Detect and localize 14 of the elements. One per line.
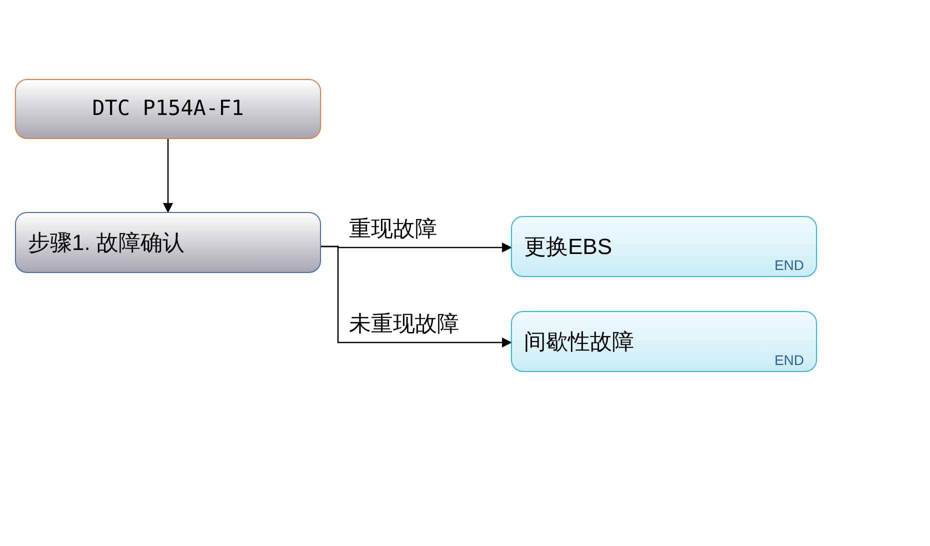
- end-tag: END: [774, 353, 804, 367]
- box-text: 间歇性故障: [524, 328, 634, 356]
- process-box: [15, 79, 321, 139]
- edge-label: 重现故障: [349, 218, 437, 240]
- process-box: [511, 216, 817, 277]
- process-box: [511, 311, 817, 372]
- arrow: [163, 139, 173, 213]
- edge-label: 未重现故障: [349, 312, 459, 334]
- end-tag: END: [774, 258, 804, 272]
- process-box: [15, 212, 321, 273]
- box-text: 更换EBS: [524, 233, 612, 261]
- arrow: [321, 246, 512, 348]
- box-text: 步骤1. 故障确认: [28, 229, 184, 257]
- box-text: DTC P154A-F1: [92, 95, 244, 122]
